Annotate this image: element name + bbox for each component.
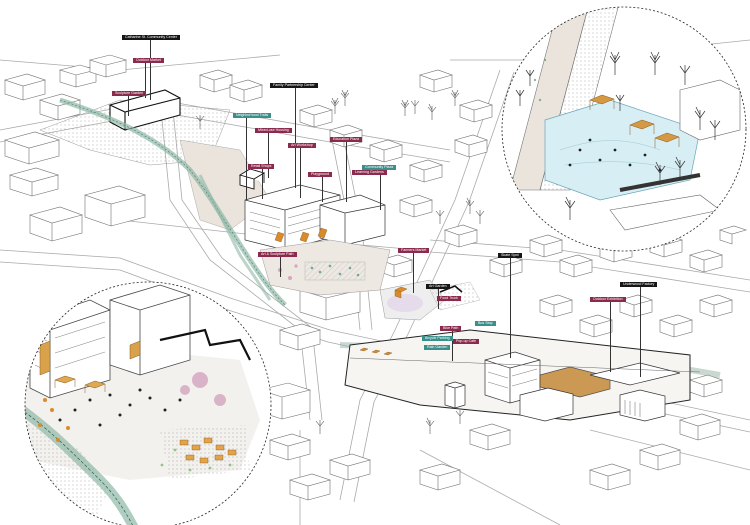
leader-line bbox=[262, 169, 263, 199]
label-neighborhood-trails: Neighborhood Trails bbox=[233, 113, 272, 118]
label-learning-gardens: Learning Gardens bbox=[352, 170, 387, 175]
label-food-truck: Food Truck bbox=[437, 296, 461, 301]
southeast-complex bbox=[344, 329, 701, 422]
label-underwood-factory: Underwood Factory bbox=[620, 282, 658, 287]
leader-line bbox=[640, 287, 641, 377]
label-catharine-community-center: Catharine St. Community Center bbox=[122, 35, 180, 40]
leader-line bbox=[295, 88, 296, 188]
leader-line bbox=[346, 142, 347, 202]
label-bicycle-parking: Bicycle Parking bbox=[422, 336, 453, 341]
neighborhood-buildings bbox=[3, 54, 748, 501]
label-sculpture-garden: Sculpture Garden bbox=[112, 91, 147, 96]
leader-line bbox=[610, 302, 611, 372]
leader-line bbox=[145, 63, 146, 98]
label-bike-path: Bike Path bbox=[440, 326, 462, 331]
label-art-garden: Art Garden bbox=[426, 284, 450, 289]
label-skate-spot: Skate Spot bbox=[498, 253, 522, 258]
label-playground: Playground bbox=[308, 172, 333, 177]
label-retail-shops: Retail Shops bbox=[248, 164, 275, 169]
leader-line bbox=[300, 148, 301, 198]
leader-line bbox=[150, 40, 151, 100]
label-community-plaza: Community Plaza bbox=[362, 165, 397, 170]
label-outdoor-exhibition: Outdoor Exhibition bbox=[590, 297, 626, 302]
label-education-plaza: Education Plaza bbox=[330, 137, 362, 142]
label-farmers-market: Farmers Market bbox=[398, 248, 430, 253]
leader-line bbox=[128, 96, 129, 116]
label-art-sculpture-path: Art & Sculpture Path bbox=[258, 252, 297, 257]
label-art-workshop: Art Workshop bbox=[288, 143, 316, 148]
label-pop-up-cafe: Pop-up Cafe bbox=[453, 339, 480, 344]
family-partnership-center bbox=[244, 184, 386, 251]
leader-line bbox=[246, 118, 247, 200]
label-mixed-use-housing: Mixed-use Housing bbox=[255, 128, 292, 133]
leader-line bbox=[322, 177, 323, 202]
leader-line bbox=[280, 257, 281, 277]
leader-line bbox=[413, 253, 414, 293]
label-outdoor-market: Outdoor Market bbox=[133, 58, 164, 63]
leader-line bbox=[452, 331, 453, 361]
leader-line bbox=[510, 258, 511, 358]
plaza-detail-callout bbox=[24, 281, 272, 525]
skating-detail-callout bbox=[501, 6, 747, 252]
leader-line bbox=[268, 133, 269, 178]
east-plaza bbox=[379, 279, 481, 321]
label-family-partnership-center: Family Partnership Center bbox=[270, 83, 318, 88]
leader-line bbox=[380, 170, 381, 210]
label-bus-stop: Bus Stop bbox=[475, 321, 496, 326]
label-rain-garden: Rain Garden bbox=[424, 345, 451, 350]
